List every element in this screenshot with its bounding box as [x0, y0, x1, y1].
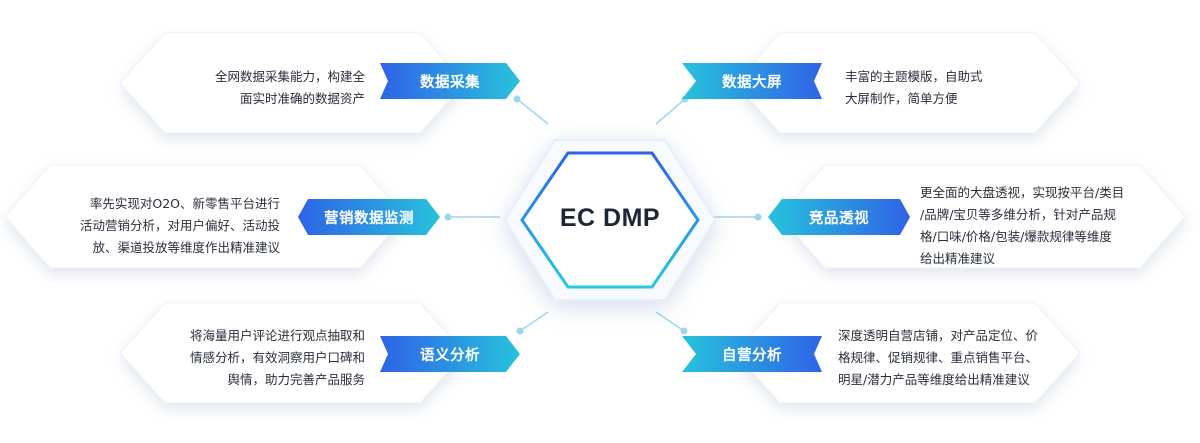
description-data-collection: 全网数据采集能力，构建全 面实时准确的数据资产	[214, 69, 365, 106]
connector-big-screen	[655, 98, 686, 125]
tag-marketing-monitor: 营销数据监测	[324, 210, 414, 227]
tag-shape-marketing-monitor	[298, 199, 440, 235]
description-semantic-analysis: 将海量用户评论进行观点抽取和 情感分析，有效洞察用户口碑和 舆情，助力完善产品服…	[189, 328, 365, 387]
connector-data-collection	[516, 98, 549, 125]
tag-shape-big-screen	[682, 63, 822, 99]
card-marketing-monitor	[4, 164, 406, 269]
tag-shape-competitor-insight	[768, 199, 910, 235]
tag-shape-semantic-analysis	[380, 336, 520, 372]
card-data-collection	[119, 32, 466, 134]
description-competitor-insight: 更全面的大盘透视，实现按平台/类目 /品牌/宝贝等多维分析，针对产品规 格/口味…	[920, 185, 1125, 266]
connector-dot-competitor-insight	[754, 213, 762, 221]
description-marketing-monitor: 率先实现对O2O、新零售平台进行 活动营销分析，对用户偏好、活动投 放、渠道投放…	[79, 196, 280, 255]
tag-self-operated-analysis: 自营分析	[722, 347, 782, 364]
connector-semantic-analysis	[519, 311, 549, 332]
card-semantic-analysis	[119, 302, 466, 404]
description-big-screen: 丰富的主题模版，自助式 大屏制作，简单方便	[845, 69, 983, 106]
connector-dot-data-collection	[513, 95, 521, 103]
tag-shape-self-operated-analysis	[682, 336, 822, 372]
tag-competitor-insight: 竞品透视	[809, 210, 869, 227]
connector-dot-marketing-monitor	[444, 213, 452, 221]
connector-self-operated-analysis	[655, 311, 685, 332]
center-hex-outline	[520, 151, 700, 289]
tag-semantic-analysis: 语义分析	[420, 347, 480, 364]
description-self-operated-analysis: 深度透明自营店铺，对产品定位、价 格规律、促销规律、重点销售平台、 明星/潜力产…	[838, 328, 1039, 387]
tag-big-screen: 数据大屏	[722, 74, 782, 91]
tag-data-collection: 数据采集	[420, 74, 480, 91]
connector-dot-self-operated-analysis	[680, 327, 688, 335]
center-title: EC DMP	[559, 203, 661, 232]
connector-dot-semantic-analysis	[516, 327, 524, 335]
tag-shape-data-collection	[380, 63, 520, 99]
